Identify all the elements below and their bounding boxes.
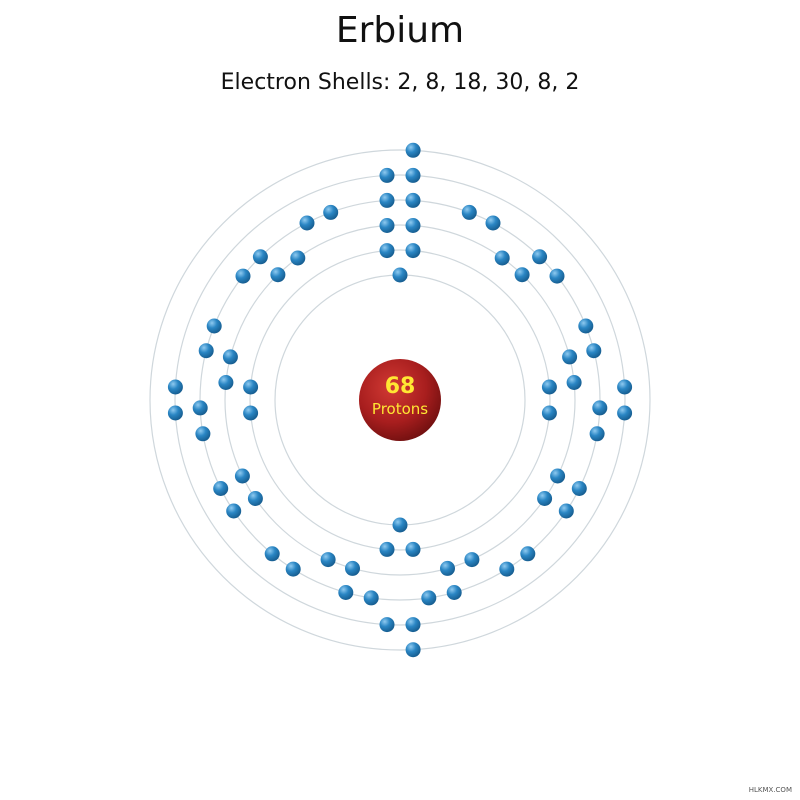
electron (226, 503, 242, 519)
electron (167, 405, 183, 421)
electron-shells-subtitle: Electron Shells: 2, 8, 18, 30, 8, 2 (220, 70, 580, 95)
electron (338, 585, 354, 600)
electron (320, 552, 336, 568)
proton-label: Protons (372, 400, 428, 418)
shell-rings (149, 149, 651, 651)
shell-ring-6 (149, 149, 651, 651)
electron (586, 343, 602, 359)
electron (549, 268, 565, 284)
electron (532, 249, 548, 265)
electron (222, 349, 238, 365)
electron (363, 590, 379, 606)
electron (461, 204, 477, 220)
electron (494, 250, 510, 266)
electron (243, 405, 259, 421)
shell-ring-4 (199, 199, 601, 601)
electron (541, 405, 557, 421)
electron (464, 552, 480, 568)
electron (562, 349, 578, 365)
electron (592, 400, 608, 416)
electron (379, 192, 395, 208)
electron (405, 218, 421, 233)
shell-ring-3 (224, 224, 576, 576)
electron (290, 250, 306, 266)
electron (446, 585, 462, 600)
electron (247, 491, 263, 506)
electron (440, 560, 455, 576)
electron (541, 379, 557, 395)
electron (198, 343, 214, 359)
electron (379, 167, 395, 183)
electron (285, 561, 301, 577)
electron (192, 400, 208, 416)
electron (218, 375, 234, 390)
electron (405, 167, 421, 183)
electron (379, 541, 395, 557)
electron (514, 267, 530, 283)
electron (213, 481, 229, 496)
electron (405, 192, 421, 208)
electron (566, 375, 582, 390)
electron (270, 267, 286, 283)
electron (405, 243, 421, 259)
electron (323, 204, 339, 220)
electron (167, 379, 183, 395)
electron (405, 642, 421, 658)
electron (345, 560, 360, 576)
page-title: Erbium (335, 10, 465, 51)
electron (421, 590, 437, 606)
electrons (167, 142, 633, 658)
electron (405, 541, 421, 557)
electron (571, 481, 587, 496)
electron (405, 617, 421, 633)
electron (252, 249, 268, 265)
electron (379, 243, 395, 259)
electron (379, 617, 395, 633)
electron (617, 405, 633, 421)
electron (299, 215, 315, 231)
electron (264, 546, 280, 562)
electron (537, 491, 553, 506)
electron (499, 561, 515, 577)
proton-count: 68 (385, 374, 416, 399)
electron (235, 268, 251, 284)
electron (589, 426, 605, 442)
electron (392, 267, 408, 283)
electron (550, 468, 566, 484)
electron (520, 546, 536, 562)
electron (485, 215, 501, 231)
electron (617, 379, 633, 395)
nucleus: 68 Protons (359, 359, 441, 441)
electron (392, 517, 408, 533)
shell-ring-5 (174, 174, 626, 626)
electron (558, 503, 574, 519)
electron (206, 318, 222, 334)
watermark: HLKMX.COM (748, 786, 792, 794)
electron (405, 142, 421, 158)
shell-ring-2 (249, 249, 551, 551)
electron (195, 426, 211, 442)
electron (243, 379, 259, 395)
electron (578, 318, 594, 334)
electron (379, 218, 395, 233)
nucleus-circle (359, 359, 441, 441)
electron (234, 468, 250, 484)
